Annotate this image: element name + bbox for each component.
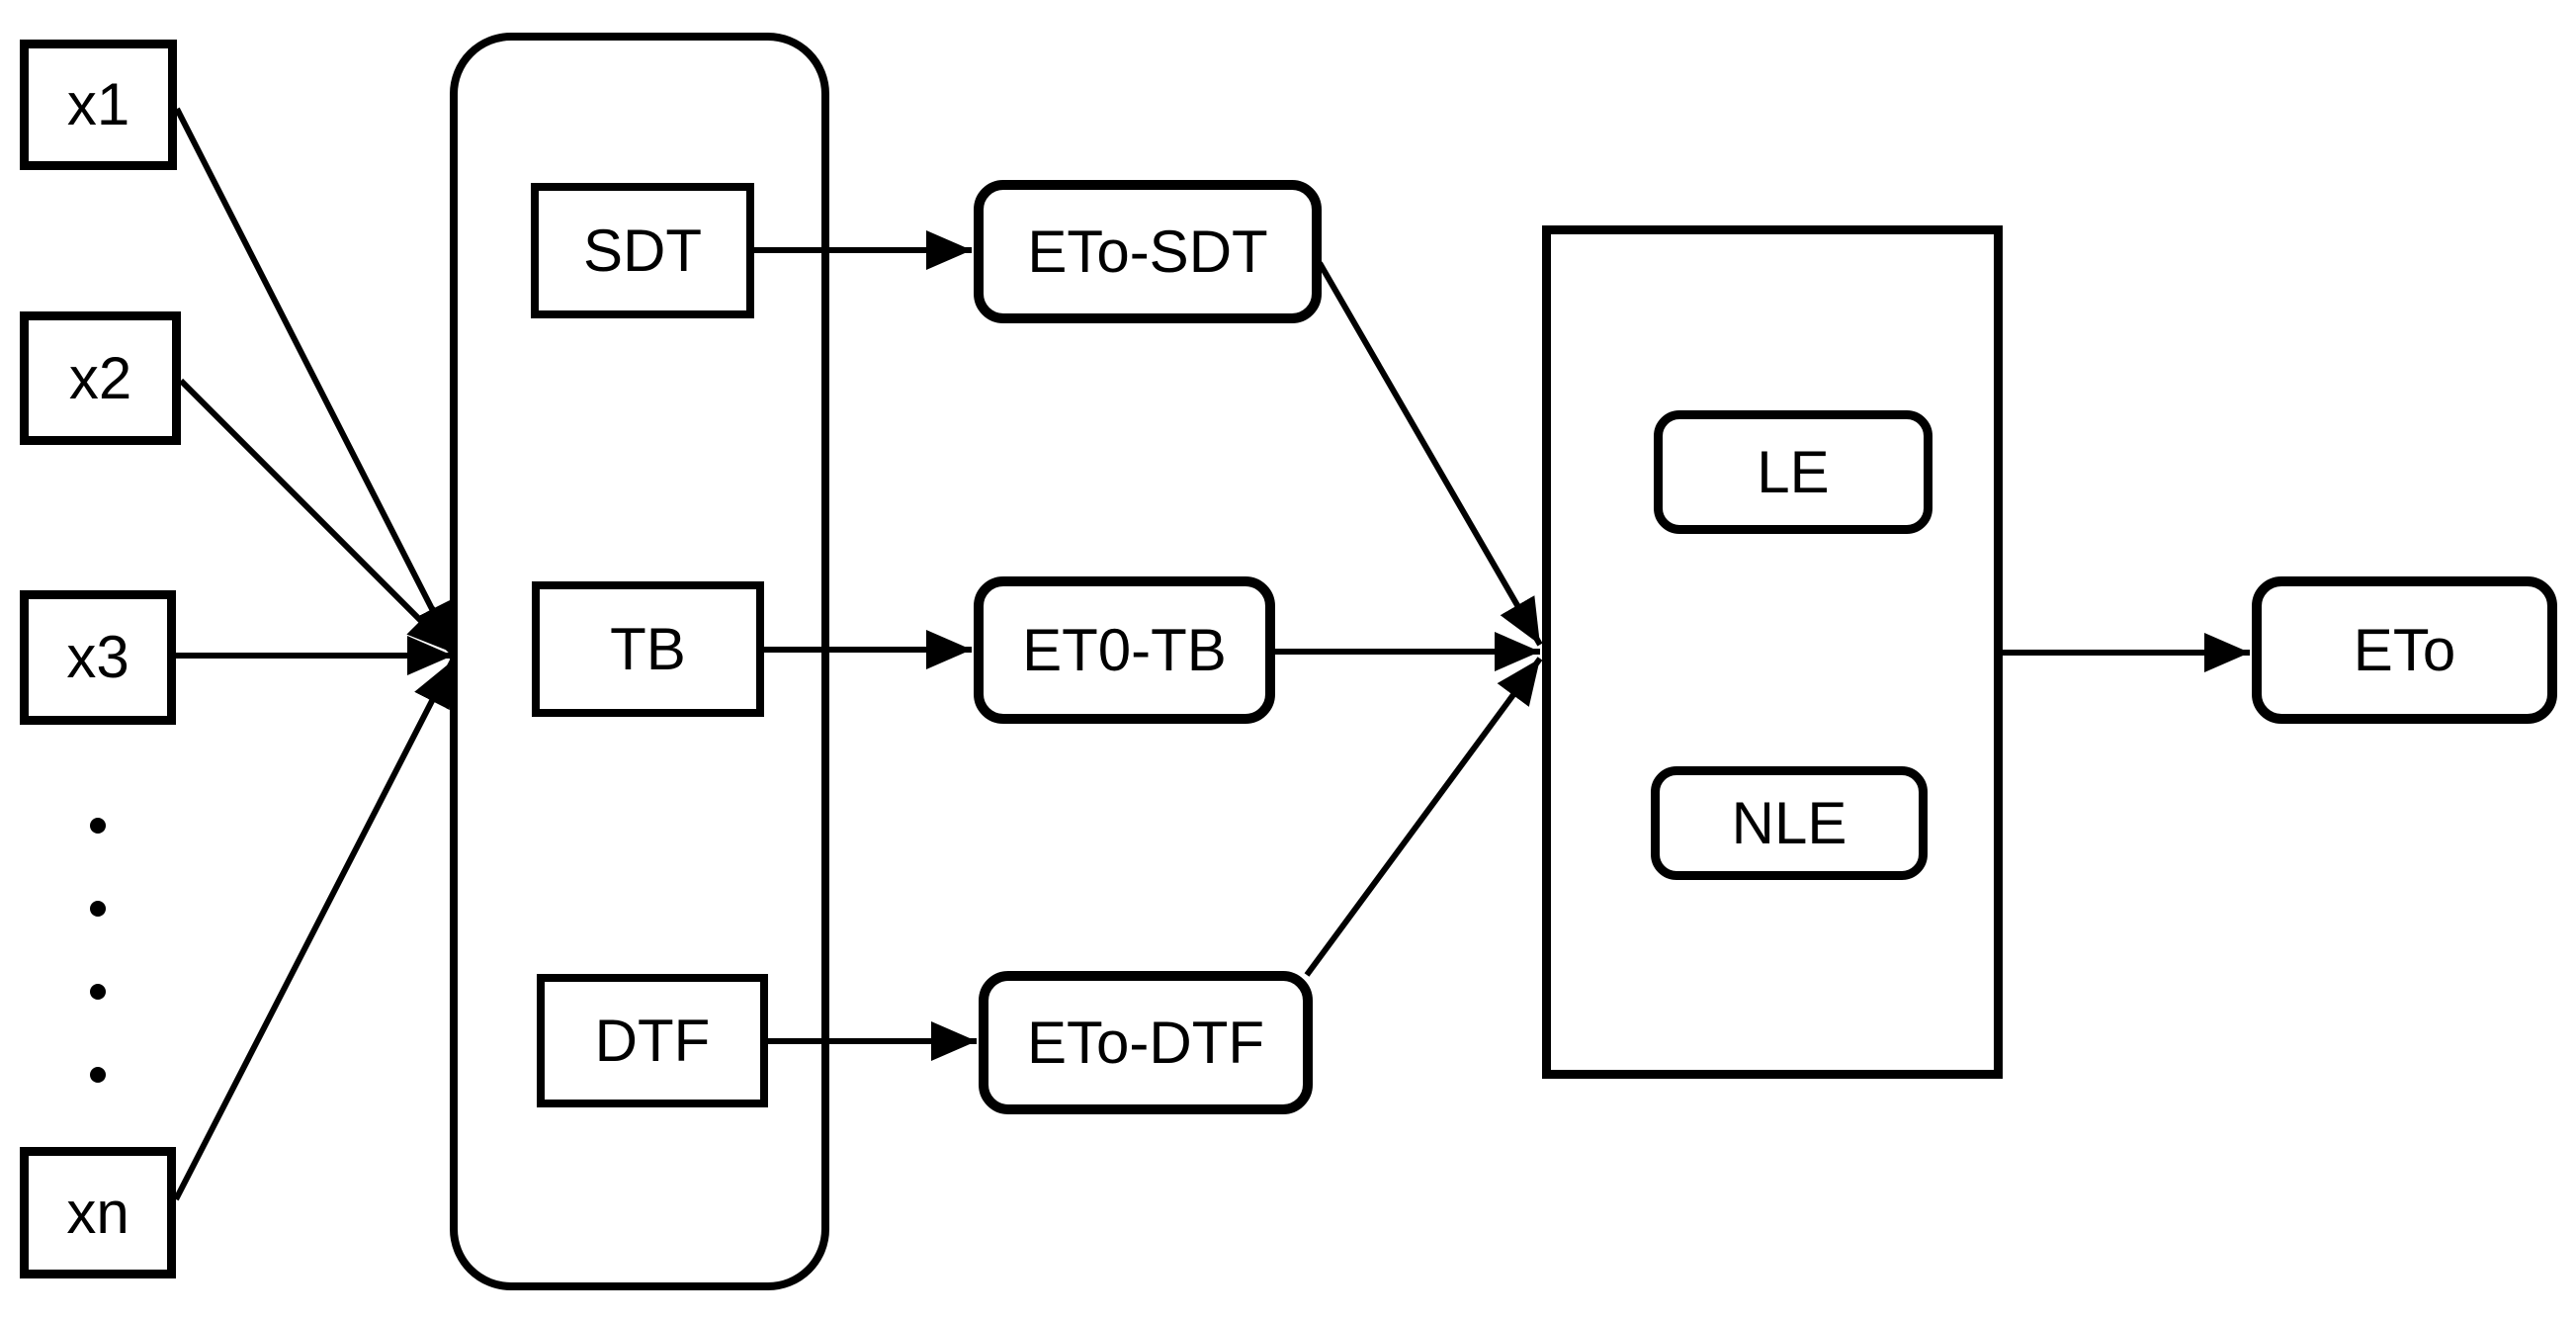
arrow-x2-to-hidden-layer — [178, 378, 456, 656]
arrow-xn-to-hidden-layer — [173, 659, 456, 1201]
output-label: ETo-DTF — [1027, 1009, 1264, 1076]
ellipsis-dot — [90, 901, 106, 917]
input-box-xn: xn — [20, 1147, 176, 1278]
final-output-label: ETo — [2353, 616, 2456, 683]
input-label: xn — [66, 1179, 129, 1246]
model-label: SDT — [583, 217, 702, 284]
ellipsis-dots — [82, 818, 114, 1083]
model-label: DTF — [594, 1007, 711, 1074]
arrow-eto-sdt-to-ensemble — [1317, 261, 1543, 647]
ensemble-label: LE — [1757, 438, 1830, 505]
output-box-eto-dtf: ETo-DTF — [979, 971, 1313, 1114]
ensemble-box-nle: NLE — [1651, 766, 1928, 880]
ensemble-box-le: LE — [1654, 410, 1932, 534]
input-box-x1: x1 — [20, 40, 177, 170]
ellipsis-dot — [90, 984, 106, 1000]
input-label: x1 — [66, 71, 130, 137]
arrow-eto-dtf-to-ensemble — [1304, 657, 1543, 977]
output-box-eto-sdt: ETo-SDT — [974, 180, 1322, 323]
output-label: ET0-TB — [1022, 616, 1227, 683]
ellipsis-dot — [90, 818, 106, 834]
input-box-x3: x3 — [20, 590, 176, 725]
input-label: x3 — [66, 624, 129, 690]
model-box-dtf: DTF — [537, 974, 768, 1107]
model-box-tb: TB — [532, 581, 764, 717]
model-box-sdt: SDT — [531, 183, 754, 318]
ensemble-frame — [1542, 225, 2003, 1079]
arrow-x1-to-hidden-layer — [174, 107, 456, 652]
output-label: ETo-SDT — [1027, 218, 1268, 285]
input-box-x2: x2 — [20, 311, 181, 445]
ensemble-label: NLE — [1731, 789, 1847, 856]
hidden-layer-frame — [450, 33, 829, 1290]
model-label: TB — [610, 615, 686, 682]
output-box-et0-tb: ET0-TB — [974, 576, 1275, 724]
input-label: x2 — [68, 344, 132, 411]
ellipsis-dot — [90, 1067, 106, 1083]
final-output-box-eto: ETo — [2252, 576, 2557, 724]
